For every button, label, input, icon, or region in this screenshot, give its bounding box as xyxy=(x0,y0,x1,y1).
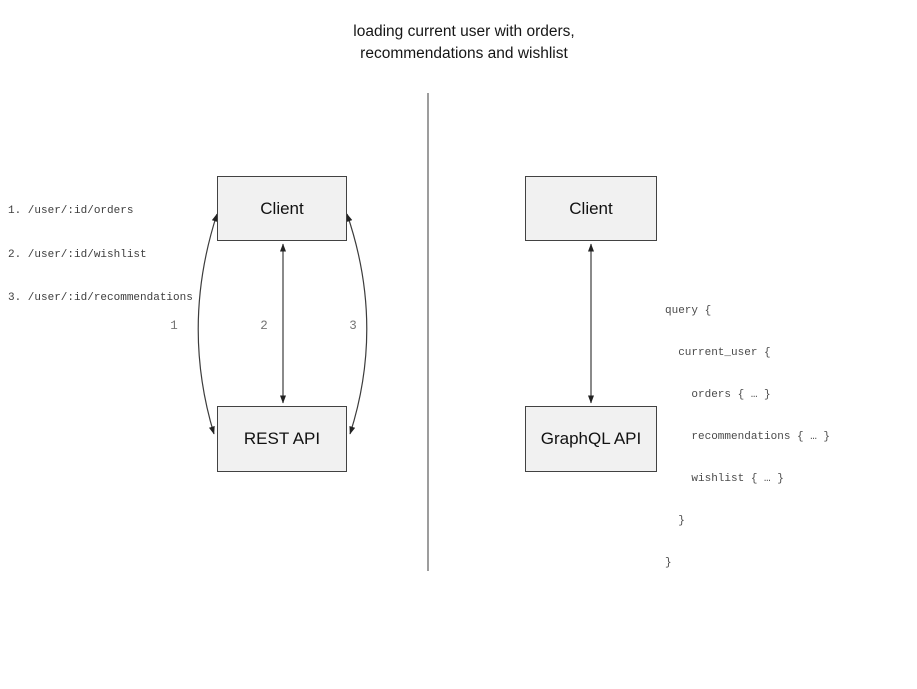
diagram-title: loading current user with orders, recomm… xyxy=(353,21,574,65)
query-line-3: orders { … } xyxy=(665,389,771,401)
title-line-1: loading current user with orders, xyxy=(353,23,575,40)
query-line-4: recommendations { … } xyxy=(665,431,831,443)
query-line-7: } xyxy=(665,557,672,569)
query-line-5: wishlist { … } xyxy=(665,473,784,485)
graphql-query-snippet: query { current_user { orders { … } reco… xyxy=(665,276,830,598)
query-line-6: } xyxy=(665,515,685,527)
arrow-label-2: 2 xyxy=(260,319,268,333)
rest-endpoint-recommendations: 3. /user/:id/recommendations xyxy=(8,292,193,304)
rest-arrow-1 xyxy=(197,213,218,435)
rest-endpoint-wishlist: 2. /user/:id/wishlist xyxy=(8,248,147,261)
graphql-client-box: Client xyxy=(525,176,657,241)
graphql-api-label: GraphQL API xyxy=(540,429,642,448)
rest-endpoint-orders: 1. /user/:id/orders xyxy=(8,205,134,217)
graphql-client-label: Client xyxy=(569,198,613,218)
graphql-api-box: GraphQL API xyxy=(525,406,657,472)
arrow-label-1: 1 xyxy=(170,319,178,333)
query-line-1: query { xyxy=(665,305,712,317)
rest-client-box: Client xyxy=(217,176,347,241)
query-line-2: current_user { xyxy=(665,347,771,359)
arrow-label-3: 3 xyxy=(349,319,357,333)
rest-client-label: Client xyxy=(260,198,304,218)
rest-api-box: REST API xyxy=(217,406,347,472)
title-line-2: recommendations and wishlist xyxy=(360,45,568,62)
rest-endpoint-list: 1. /user/:id/orders 2. /user/:id/wishlis… xyxy=(8,175,193,335)
rest-api-label: REST API xyxy=(243,429,321,448)
